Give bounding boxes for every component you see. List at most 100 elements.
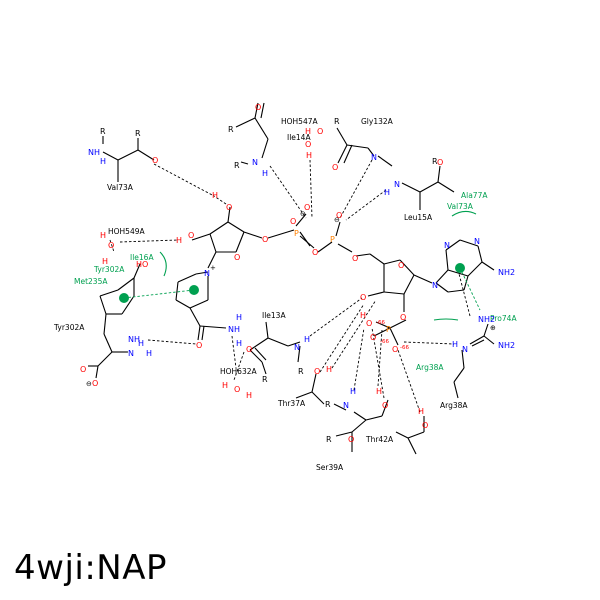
residue-labels: Val73A HOH547A Ile14A Gly132A Leu15A HOH…	[53, 117, 468, 472]
atom-nh2: NH2	[498, 268, 515, 277]
residue-ser39: Ser39A	[316, 463, 344, 472]
atom-h: H	[452, 340, 458, 349]
residue-gly132: Gly132A	[361, 117, 394, 126]
partial-charge: -66	[380, 339, 389, 345]
atom-h: H	[146, 349, 152, 358]
atom-h: H	[222, 381, 228, 390]
atom-nh: NH	[128, 335, 140, 344]
partial-charge: -66	[400, 345, 409, 351]
atom-p: P	[294, 229, 299, 238]
partial-charge: -66	[376, 320, 385, 326]
residue-val73: Val73A	[107, 183, 134, 192]
atom-nh2: NH2	[478, 315, 495, 324]
atom-o: O	[382, 401, 388, 410]
pi-interactions	[123, 267, 481, 311]
atom-n: N	[294, 343, 300, 352]
hydrogen-bonds	[109, 159, 471, 413]
residue-arg38-green: Arg38A	[416, 363, 444, 372]
atom-n: N	[432, 281, 438, 290]
atom-o: O	[246, 345, 252, 354]
atom-h: H	[376, 387, 382, 396]
atom-o: O	[398, 261, 404, 270]
atom-h: H	[326, 365, 332, 374]
charge-minus: ⊖	[300, 210, 306, 218]
atom-r: R	[234, 161, 240, 170]
atom-n-plus: N	[128, 349, 134, 358]
atom-n: N	[474, 237, 480, 246]
atom-labels-p: P P P	[294, 229, 391, 334]
atom-o: O	[437, 158, 443, 167]
atom-h: H	[212, 191, 218, 200]
atom-h: H	[360, 311, 366, 320]
atom-o: O	[348, 435, 354, 444]
atom-h: H	[304, 335, 310, 344]
residue-leu15: Leu15A	[404, 213, 433, 222]
atom-o: O	[312, 248, 318, 257]
diagram-title: 4wji:NAP	[14, 548, 167, 588]
atom-r: R	[262, 375, 268, 384]
atom-o: O	[305, 140, 311, 149]
atom-o: O	[262, 235, 268, 244]
atom-n: N	[462, 345, 468, 354]
partial-charge-labels: -66 -66 -66	[376, 320, 409, 351]
atom-h: H	[236, 313, 242, 322]
residue-met235: Met235A	[74, 277, 108, 286]
atom-h: H	[305, 127, 311, 136]
atom-o: O	[422, 421, 428, 430]
atom-h: H	[246, 391, 252, 400]
charge-minus: ⊖	[334, 216, 340, 224]
atom-o: O	[370, 333, 376, 342]
atom-labels-r: R R R R R R R R R R	[100, 117, 438, 444]
atom-o: O	[92, 379, 98, 388]
atom-h: H	[418, 407, 424, 416]
atom-labels-o: O O O H H O O O O H O H O O H O H O O O …	[80, 103, 443, 444]
atom-o: O	[188, 231, 194, 240]
atom-o: O	[255, 103, 261, 112]
atom-o: O	[314, 367, 320, 376]
atom-r: R	[100, 127, 106, 136]
residue-pro74: Pro74A	[490, 314, 517, 323]
residue-ile16: Ile16A	[130, 253, 154, 262]
atom-o: O	[234, 253, 240, 262]
atom-o: O	[392, 345, 398, 354]
atom-h: H	[100, 157, 106, 166]
atom-h: H	[236, 339, 242, 348]
ring-centroids	[119, 263, 465, 303]
atom-r: R	[326, 435, 332, 444]
atom-p: P	[386, 325, 391, 334]
atom-o: O	[317, 127, 323, 136]
hydrophobic-arcs	[159, 210, 477, 321]
atom-r: R	[325, 400, 331, 409]
atom-n: N	[394, 180, 400, 189]
atom-o: O	[304, 203, 310, 212]
atom-o: O	[108, 241, 114, 250]
atom-p: P	[330, 235, 335, 244]
residue-hoh632: HOH632A	[220, 367, 257, 376]
charge-plus: ⊕	[490, 324, 496, 332]
charge-minus: ⊖	[86, 380, 92, 388]
atom-h: H	[262, 169, 268, 178]
atom-h: H	[102, 257, 108, 266]
hydrophobic-labels: Ala77A Val73A Tyr302A Met235A Ile16A Arg…	[74, 191, 517, 372]
atom-r: R	[135, 129, 141, 138]
bonds	[88, 102, 495, 455]
atom-o: O	[290, 217, 296, 226]
atom-nh: NH	[88, 148, 100, 157]
residue-thr42: Thr42A	[365, 435, 394, 444]
atom-o: O	[360, 293, 366, 302]
atom-r: R	[298, 367, 304, 376]
charge-labels: ⊖ ⊖ ⊖ ⊕ +	[86, 210, 496, 388]
atom-o: O	[234, 385, 240, 394]
atom-r: R	[334, 117, 340, 126]
atom-h: H	[176, 236, 182, 245]
residue-thr37: Thr37A	[277, 399, 306, 408]
residue-hoh547: HOH547A	[281, 117, 318, 126]
atom-n-plus: N	[204, 269, 210, 278]
residue-ile13: Ile13A	[262, 311, 286, 320]
atom-o: O	[80, 365, 86, 374]
atom-o: O	[366, 319, 372, 328]
atom-n: N	[444, 241, 450, 250]
atom-r: R	[228, 125, 234, 134]
residue-tyr302: Tyr302A	[53, 323, 85, 332]
